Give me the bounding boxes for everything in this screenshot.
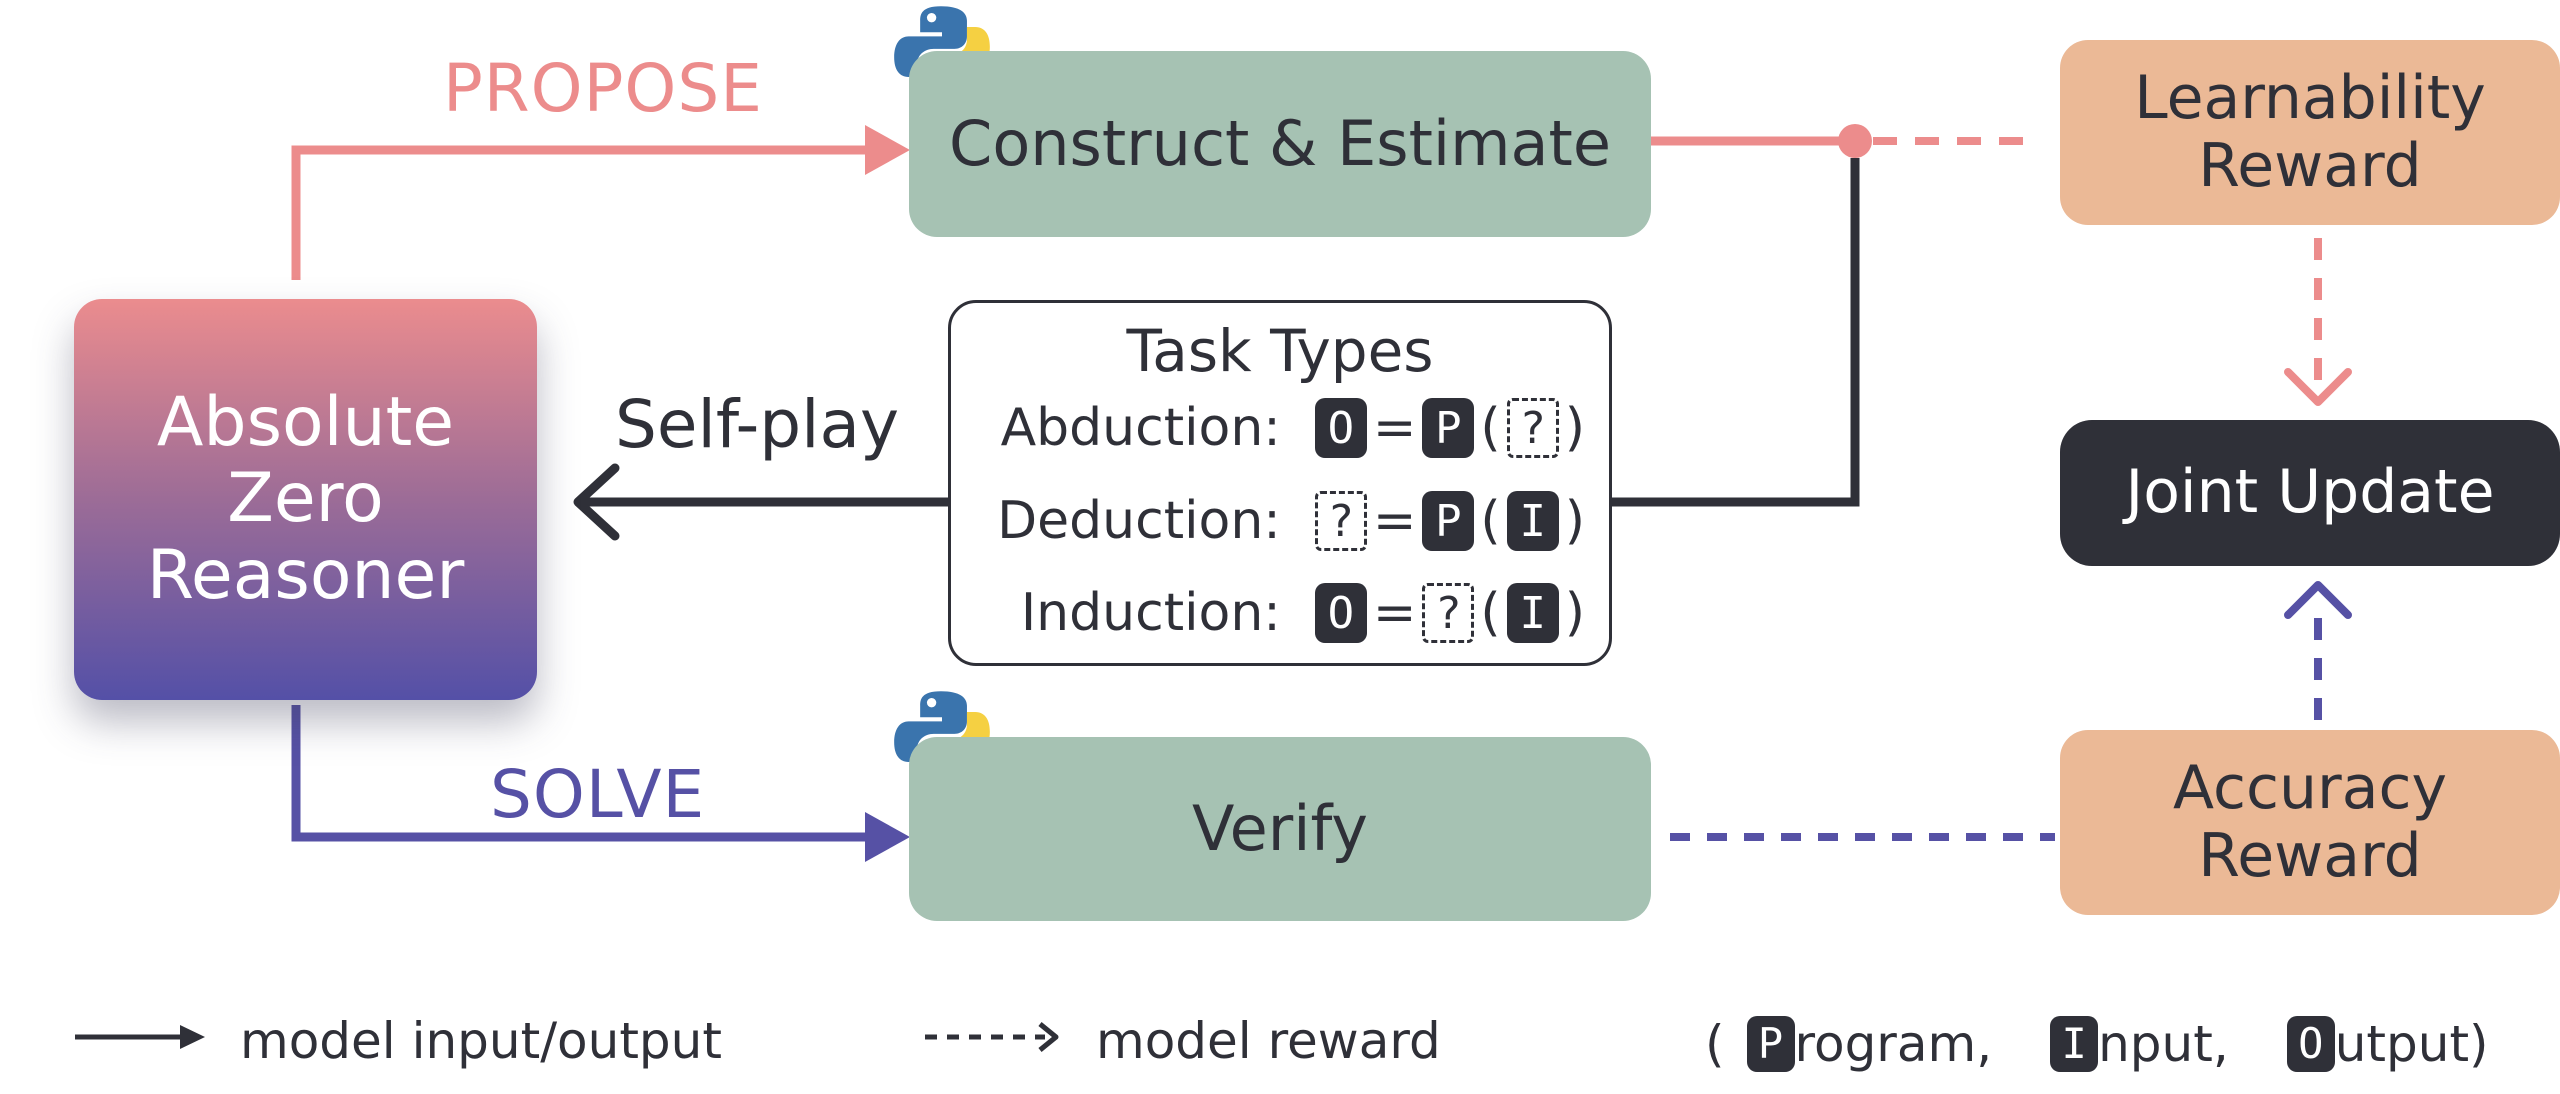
self-play-arrow-head xyxy=(573,463,620,541)
accuracy-line-1: Accuracy xyxy=(2173,753,2447,824)
unknown-program-token: ? xyxy=(1422,583,1475,643)
left-paren: ( xyxy=(1480,583,1501,643)
learnability-reward-node: Learnability Reward xyxy=(2060,40,2560,225)
legend-solid-arrow-head xyxy=(180,1025,205,1049)
legend-output-token: O xyxy=(2286,1016,2335,1072)
task-row-induction: Induction: O = ? ( I ) xyxy=(1021,583,1591,643)
right-paren: ) xyxy=(1564,491,1585,551)
junction-dot xyxy=(1838,124,1872,158)
joint-update-node: Joint Update xyxy=(2060,420,2560,566)
construct-estimate-node: Construct & Estimate xyxy=(909,51,1651,237)
task-row-abduction: Abduction: O = P ( ? ) xyxy=(1001,398,1591,458)
azr-line-1: Absolute xyxy=(156,383,455,463)
legend-dashed-arrow-head xyxy=(1038,1022,1059,1052)
propose-arrow-head xyxy=(865,125,910,175)
legend-solid-label: model input/output xyxy=(240,1012,722,1070)
equals-sign: = xyxy=(1372,583,1417,643)
azr-line-3: Reasoner xyxy=(146,535,465,615)
solve-arrow-head xyxy=(865,812,910,862)
joint-update-label: Joint Update xyxy=(2125,457,2495,528)
program-token: P xyxy=(1422,491,1475,551)
accuracy-reward-node: Accuracy Reward xyxy=(2060,730,2560,915)
solve-arrow-line xyxy=(291,705,870,842)
tasks-feedback-line xyxy=(1612,158,1860,507)
output-token: O xyxy=(1314,583,1367,643)
task-types-title: Task Types xyxy=(1126,317,1434,385)
task-row-deduction: Deduction: ? = P ( I ) xyxy=(997,491,1591,551)
legend-open-paren: ( xyxy=(1705,1015,1725,1073)
unknown-input-token: ? xyxy=(1506,398,1559,458)
learnability-line-2: Reward xyxy=(2198,130,2422,201)
solve-label: SOLVE xyxy=(490,756,706,833)
learnability-to-joint-head xyxy=(2284,368,2352,406)
legend-output-text: utput) xyxy=(2334,1015,2489,1073)
task-row-label: Induction: xyxy=(1020,583,1281,643)
right-paren: ) xyxy=(1564,583,1585,643)
verify-label: Verify xyxy=(1192,792,1368,866)
verify-node: Verify xyxy=(909,737,1651,921)
task-row-label: Deduction: xyxy=(997,491,1281,551)
legend-dashed-label: model reward xyxy=(1096,1012,1441,1070)
output-token: O xyxy=(1314,398,1367,458)
legend-token-key: ( P rogram, I nput, O utput) xyxy=(1705,1016,2489,1072)
program-token: P xyxy=(1422,398,1475,458)
left-paren: ( xyxy=(1480,398,1501,458)
learnability-line-1: Learnability xyxy=(2134,63,2486,134)
equals-sign: = xyxy=(1372,398,1417,458)
task-types-box: Task Types Abduction: O = P ( ? ) Deduct… xyxy=(948,300,1612,666)
right-paren: ) xyxy=(1564,398,1585,458)
legend-program-token: P xyxy=(1746,1016,1795,1072)
legend-program-text: rogram, xyxy=(1794,1015,1993,1073)
accuracy-line-2: Reward xyxy=(2198,820,2422,891)
left-paren: ( xyxy=(1480,491,1501,551)
azr-line-2: Zero xyxy=(227,459,384,539)
input-token: I xyxy=(1506,583,1559,643)
unknown-output-token: ? xyxy=(1314,491,1367,551)
legend-input-text: nput, xyxy=(2098,1015,2229,1073)
equals-sign: = xyxy=(1372,491,1417,551)
legend-input-token: I xyxy=(2050,1016,2099,1072)
propose-label: PROPOSE xyxy=(443,50,763,127)
self-play-label: Self-play xyxy=(615,386,900,463)
accuracy-to-joint-head xyxy=(2284,581,2352,619)
task-row-label: Abduction: xyxy=(1000,398,1281,458)
construct-estimate-label: Construct & Estimate xyxy=(949,107,1611,181)
input-token: I xyxy=(1506,491,1559,551)
absolute-zero-reasoner-node: Absolute Zero Reasoner xyxy=(74,299,537,700)
propose-arrow-line xyxy=(291,145,870,280)
